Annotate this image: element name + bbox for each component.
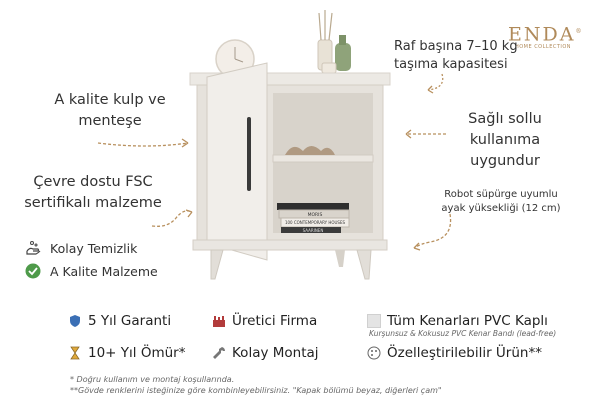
pvc-subnote: Kurşunsuz & Kokusuz PVC Kenar Bandı (lea… bbox=[369, 329, 557, 338]
book-title-mid: 100 CONTEMPORARY HOUSES bbox=[285, 220, 346, 225]
curved-arrow-robot-icon bbox=[413, 213, 452, 251]
callout-reversible: Sağlı sollu kullanıma uygundur bbox=[468, 111, 542, 169]
feature-custom: Özelleştirilebilir Ürün** bbox=[367, 345, 542, 361]
footnote-1: * Doğru kullanım ve montaj koşullarında. bbox=[70, 375, 235, 384]
feature-warranty: 5 Yıl Garanti bbox=[68, 313, 171, 329]
book-title-bottom: SAARINEN bbox=[303, 228, 324, 233]
feature-quality-material-label: A Kalite Malzeme bbox=[50, 263, 158, 279]
book-title-top: MORIS bbox=[308, 212, 323, 218]
feature-pvc: Tüm Kenarları PVC Kaplı bbox=[367, 313, 548, 329]
feature-quality-material: A Kalite Malzeme bbox=[24, 262, 158, 280]
palette-icon bbox=[367, 346, 381, 360]
quality-badge-icon bbox=[25, 263, 41, 279]
arrow-right-icon bbox=[97, 138, 189, 148]
feature-easy-clean: Kolay Temizlik bbox=[24, 239, 137, 257]
logo-sub-text: HOME COLLECTION bbox=[514, 44, 572, 51]
callout-handle-hinge: A kalite kulp ve menteşe bbox=[54, 92, 166, 129]
wrench-icon bbox=[213, 347, 225, 359]
feature-assembly: Kolay Montaj bbox=[212, 345, 319, 361]
footnote-2: **Gövde renklerini isteğinize göre kombi… bbox=[70, 386, 442, 395]
arrow-left-icon bbox=[405, 129, 446, 139]
callout-shelf-capacity: Raf başına 7–10 kg taşıma kapasitesi bbox=[394, 39, 518, 72]
shield-icon bbox=[70, 315, 80, 327]
edge-band-icon bbox=[367, 314, 381, 328]
hand-wash-icon bbox=[26, 241, 41, 255]
curved-arrow-fsc-icon bbox=[151, 209, 193, 227]
brand-logo: ENDA® HOME COLLECTION bbox=[508, 22, 584, 51]
logo-main-text: ENDA® bbox=[508, 23, 584, 46]
factory-icon bbox=[213, 316, 225, 327]
feature-easy-clean-label: Kolay Temizlik bbox=[50, 240, 138, 256]
hourglass-icon bbox=[70, 346, 80, 360]
feature-lifetime: 10+ Yıl Ömür* bbox=[68, 345, 185, 361]
nightstand-image: MORIS 100 CONTEMPORARY HOUSES SAARINEN bbox=[189, 10, 391, 280]
callout-robot-vacuum: Robot süpürge uyumlu ayak yüksekliği (12… bbox=[441, 189, 561, 214]
callout-fsc: Çevre dostu FSC sertifikalı malzeme bbox=[24, 174, 162, 211]
curved-arrow-icon bbox=[427, 73, 444, 94]
footnotes: * Doğru kullanım ve montaj koşullarında.… bbox=[70, 374, 442, 396]
feature-manufacturer: Üretici Firma bbox=[212, 313, 317, 329]
